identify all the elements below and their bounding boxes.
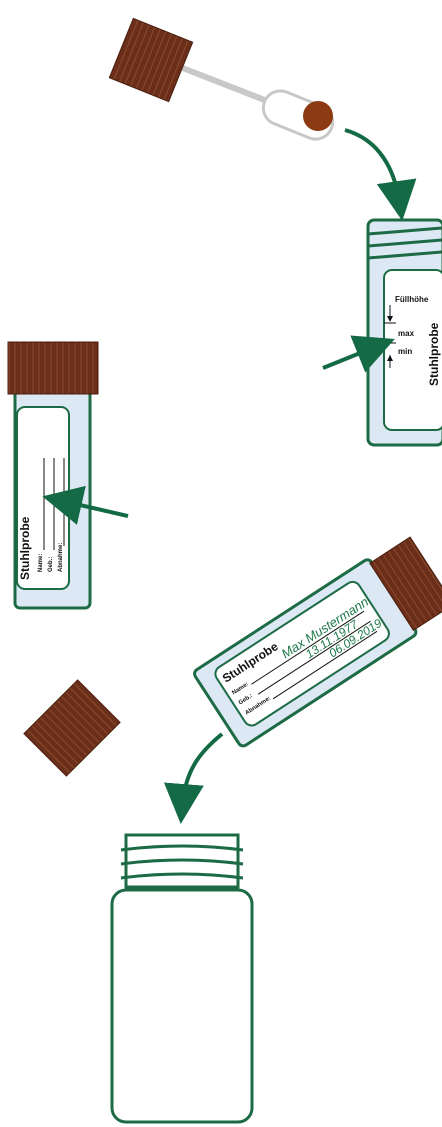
min-label: min [398, 347, 412, 356]
max-label: max [398, 329, 415, 338]
arrow-icon [182, 734, 222, 808]
sample-tube-icon: Stuhlprobe Name: Geb.: Abnahme: [8, 342, 98, 608]
collection-label: Abnahme: [58, 543, 64, 572]
brand-label: Stuhlprobe [427, 322, 441, 386]
arrow-icon [345, 130, 400, 205]
stool-sample-ball [303, 101, 333, 131]
spoon-cap-icon [109, 18, 337, 144]
fill-height-label: Füllhöhe [395, 295, 429, 304]
sample-tube-icon: Füllhöhe max min Stuhlprobe [368, 220, 442, 445]
dob-label: Geb.: [48, 557, 54, 572]
loose-cap-icon [24, 680, 120, 776]
name-label: Name: [38, 554, 44, 572]
transport-container-icon [112, 835, 252, 1122]
brand-label: Stuhlprobe [18, 516, 32, 580]
screw-cap [8, 342, 98, 394]
sample-tube-icon: Stuhlprobe Name: Geb.: Abnahme: Max Must… [193, 533, 442, 748]
